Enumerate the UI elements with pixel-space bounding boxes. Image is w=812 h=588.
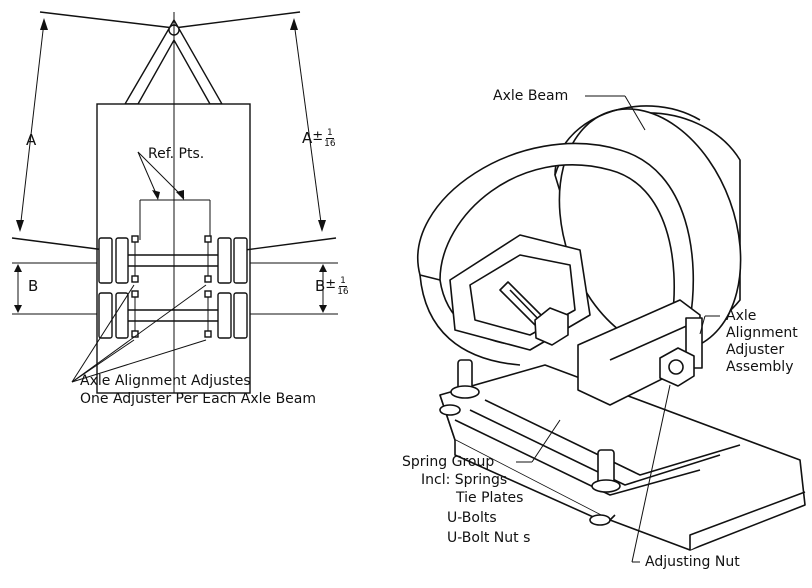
- adjuster-callout-line2: One Adjuster Per Each Axle Beam: [80, 391, 316, 407]
- assembly-line-2: Alignment: [726, 325, 798, 341]
- dimension-a-tol-num: 1: [326, 128, 334, 139]
- spring-group-item-tie-plates: Tie Plates: [456, 490, 524, 506]
- dimension-a-tol-den: 16: [324, 139, 336, 149]
- spring-group-label: Spring Group: [402, 454, 495, 470]
- dimension-b-tol-pm: ±: [325, 277, 337, 292]
- spring-group-item-u-bolt-nuts: U-Bolt Nut s: [447, 530, 531, 546]
- dimension-b-tol-den: 16: [337, 287, 349, 297]
- adjusting-nut-label: Adjusting Nut: [645, 554, 740, 570]
- assembly-line-3: Adjuster: [726, 342, 785, 358]
- assembly-callout: Axle Alignment Adjuster Assembly: [726, 308, 798, 376]
- spring-group-incl: Incl: Springs: [421, 472, 508, 488]
- dimension-a-tol-base: A: [302, 129, 313, 147]
- dimension-b-tol-num: 1: [339, 276, 347, 287]
- dimension-b-label: B: [28, 277, 39, 295]
- dimension-a-tol-pm: ±: [312, 129, 324, 144]
- ref-pts-label: Ref. Pts.: [148, 146, 205, 162]
- adjuster-callout-line1: Axle Alignment Adjustes: [80, 373, 251, 389]
- dimension-a-label: A: [26, 131, 37, 149]
- assembly-line-1: Axle: [726, 308, 757, 324]
- axle-beam-label: Axle Beam: [493, 88, 569, 104]
- dimension-b-tol-base: B: [315, 277, 326, 295]
- spring-group-item-u-bolts: U-Bolts: [447, 510, 497, 526]
- assembly-line-4: Assembly: [726, 359, 794, 375]
